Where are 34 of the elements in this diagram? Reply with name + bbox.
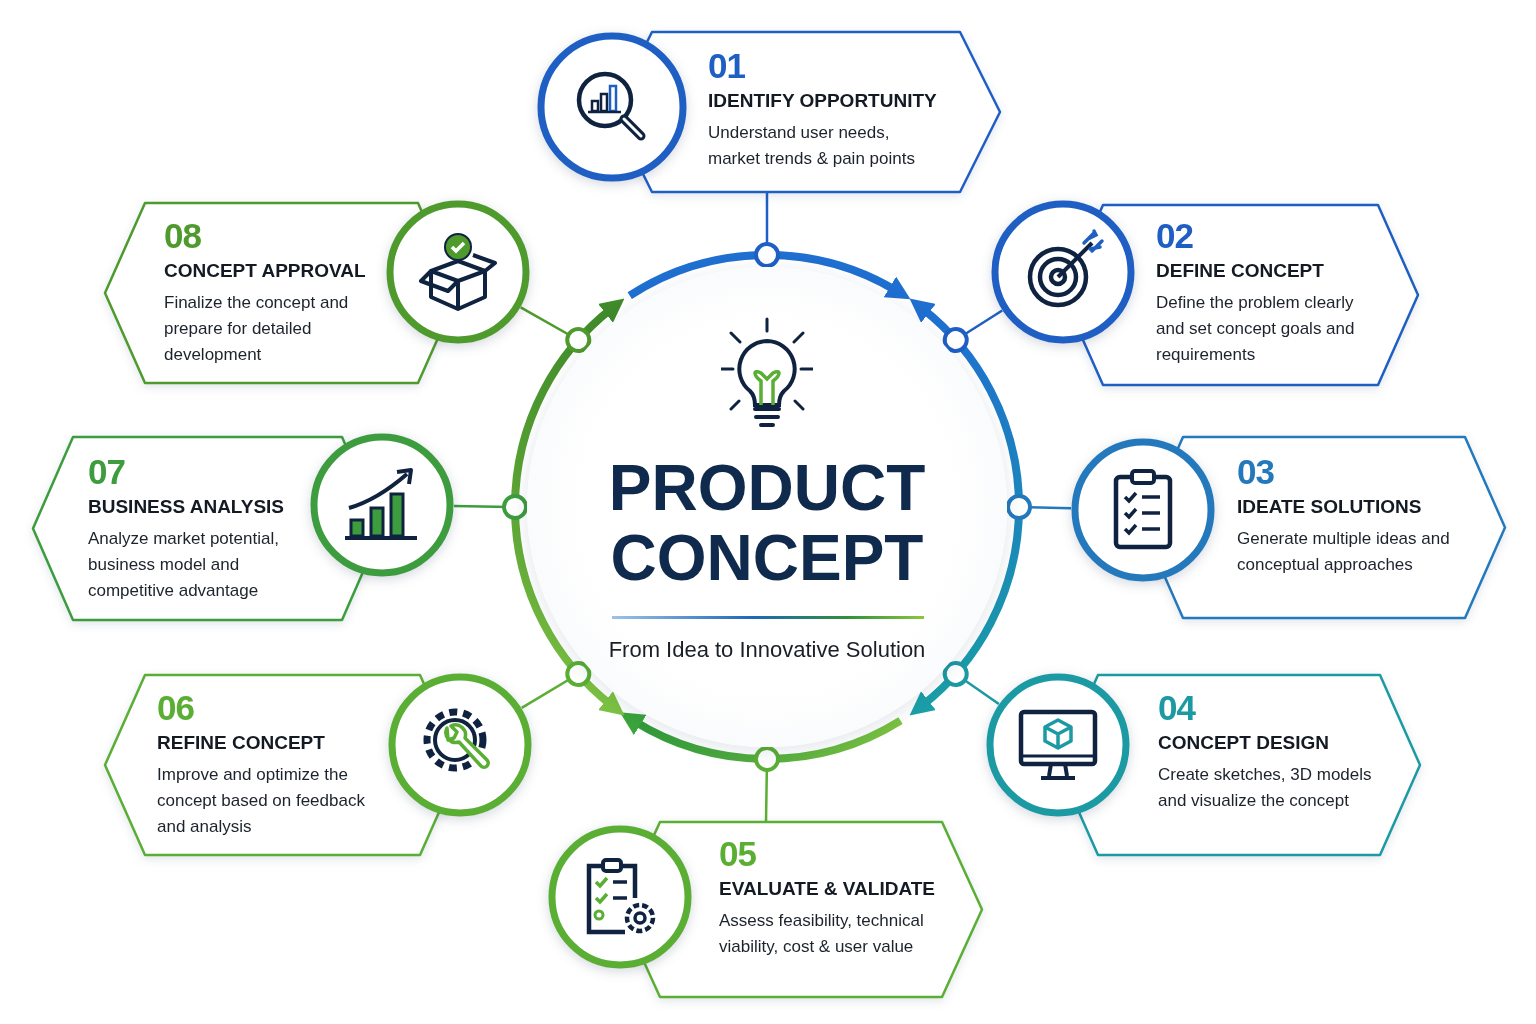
connector-line	[453, 494, 528, 520]
connector-line	[1006, 494, 1072, 520]
step-number: 06	[157, 688, 195, 728]
step-number: 08	[164, 216, 202, 256]
connector-line	[754, 192, 780, 268]
step-title: IDENTIFY OPPORTUNITY	[708, 90, 936, 112]
step-title: CONCEPT DESIGN	[1158, 732, 1331, 754]
step-title: CONCEPT APPROVAL	[164, 260, 367, 282]
center-subtitle: From Idea to Innovative Solution	[607, 637, 927, 663]
step-description: Generate multiple ideas and conceptual approaches	[1237, 528, 1451, 576]
center-title: PRODUCT CONCEPT	[607, 453, 927, 593]
step-description: Finalize the concept and prepare for detailed development	[164, 292, 350, 366]
step-description: Define the problem clearly and set concept goals and requirements	[1156, 292, 1356, 366]
step-title: EVALUATE & VALIDATE	[719, 878, 937, 900]
step-description: Understand user needs, market trends & pain points	[708, 122, 916, 170]
step-number: 01	[708, 46, 746, 86]
step-title: REFINE CONCEPT	[157, 732, 326, 754]
connector-line	[942, 661, 1000, 705]
step-description: Improve and optimize the concept based on feedback and analysis	[157, 764, 366, 838]
step-title: DEFINE CONCEPT	[1156, 260, 1325, 282]
step-number: 05	[719, 834, 757, 874]
step-description: Assess feasibility, technical viability, cost & user value	[719, 910, 925, 958]
step-number: 03	[1237, 452, 1275, 492]
connector-line	[942, 309, 1003, 353]
step-title: IDEATE SOLUTIONS	[1237, 496, 1423, 518]
step-number: 04	[1158, 688, 1197, 728]
connector-line	[754, 746, 780, 823]
connector-line	[521, 661, 592, 709]
step-number: 07	[88, 452, 126, 492]
step-title: BUSINESS ANALYSIS	[88, 496, 286, 518]
step-number: 02	[1156, 216, 1194, 256]
step-description: Analyze market potential, business model and competitive advantage	[88, 528, 280, 602]
connector-line	[520, 306, 592, 353]
step-description: Create sketches, 3D models and visualize the concept	[1158, 764, 1373, 812]
